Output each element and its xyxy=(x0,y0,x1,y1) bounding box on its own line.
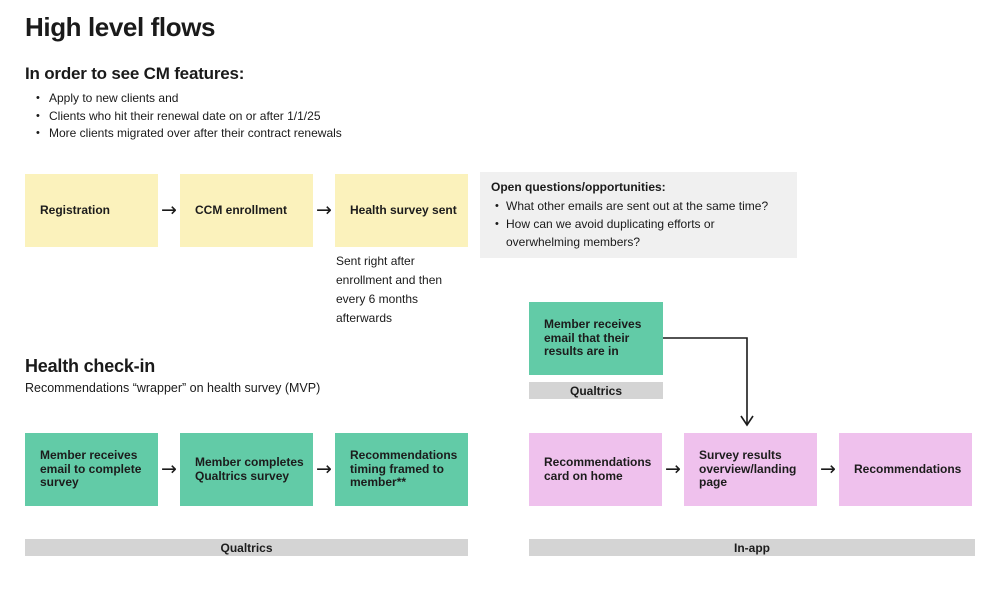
flow-arrow-icon: → xyxy=(316,458,332,480)
flow-step-results-email: Member receives email that their results… xyxy=(529,302,663,375)
flow-step-label: Recommendations timing framed to member*… xyxy=(350,448,458,490)
open-questions-callout: Open questions/opportunities: What other… xyxy=(480,172,797,258)
flow-step-label: Recommendations card on home xyxy=(544,455,652,483)
flow-step-label: Health survey sent xyxy=(350,202,457,217)
channel-bar-inapp: In-app xyxy=(529,539,975,556)
open-questions-bullet: How can we avoid duplicating efforts or … xyxy=(491,215,789,251)
channel-bar-qualtrics-results: Qualtrics xyxy=(529,382,663,399)
open-questions-bullet: What other emails are sent out at the sa… xyxy=(491,197,789,215)
flow-step-registration: Registration xyxy=(25,174,158,247)
page-title: High level flows xyxy=(25,12,216,42)
flow-arrow-icon: → xyxy=(820,458,836,480)
flow-arrow-icon: → xyxy=(316,199,332,221)
enrollment-flow-row: Registration → CCM enrollment → Health s… xyxy=(25,174,468,247)
flow-step-email-to-complete-survey: Member receives email to complete survey xyxy=(25,433,158,506)
channel-label: Qualtrics xyxy=(220,540,273,555)
flow-step-recommendations-timing: Recommendations timing framed to member*… xyxy=(335,433,468,506)
inapp-flow-row: Recommendations card on home → Survey re… xyxy=(529,433,972,506)
channel-label: In-app xyxy=(734,540,770,555)
elbow-connector-arrow xyxy=(663,337,754,427)
flow-step-label: Recommendations xyxy=(854,461,962,476)
flow-arrow-icon: → xyxy=(665,458,681,480)
flow-step-ccm-enrollment: CCM enrollment xyxy=(180,174,313,247)
cm-features-bullet: Apply to new clients and xyxy=(36,90,342,108)
qualtrics-flow-row: Member receives email to complete survey… xyxy=(25,433,468,506)
flow-step-label: Member receives email to complete survey xyxy=(40,448,142,490)
cm-features-bullet: More clients migrated over after their c… xyxy=(36,125,342,143)
cm-features-heading: In order to see CM features: xyxy=(25,64,245,83)
flow-step-recommendations: Recommendations xyxy=(839,433,972,506)
health-checkin-heading: Health check-in xyxy=(25,356,156,376)
flow-step-label: CCM enrollment xyxy=(195,202,288,217)
survey-timing-note: Sent right after enrollment and then eve… xyxy=(336,254,443,325)
flow-step-health-survey-sent: Health survey sent xyxy=(335,174,468,247)
flow-step-recommendations-card-home: Recommendations card on home xyxy=(529,433,662,506)
cm-features-bullet-list: Apply to new clients and Clients who hit… xyxy=(36,90,342,143)
cm-features-bullet: Clients who hit their renewal date on or… xyxy=(36,108,342,126)
flow-step-label: Member completes Qualtrics survey xyxy=(195,455,304,483)
health-checkin-subheading: Recommendations “wrapper” on health surv… xyxy=(25,381,321,395)
flow-step-label: Survey results overview/landing page xyxy=(699,448,797,490)
channel-label: Qualtrics xyxy=(569,383,623,398)
flow-step-survey-results-landing: Survey results overview/landing page xyxy=(684,433,817,506)
open-questions-bullet-list: What other emails are sent out at the sa… xyxy=(491,197,789,251)
flow-arrow-icon: → xyxy=(161,199,177,221)
open-questions-heading: Open questions/opportunities: xyxy=(491,180,666,194)
flow-step-label: Registration xyxy=(40,202,111,217)
channel-bar-qualtrics: Qualtrics xyxy=(25,539,468,556)
flow-arrow-icon: → xyxy=(161,458,177,480)
flow-step-label: Member receives email that their results… xyxy=(544,317,642,359)
flow-step-completes-qualtrics-survey: Member completes Qualtrics survey xyxy=(180,433,313,506)
